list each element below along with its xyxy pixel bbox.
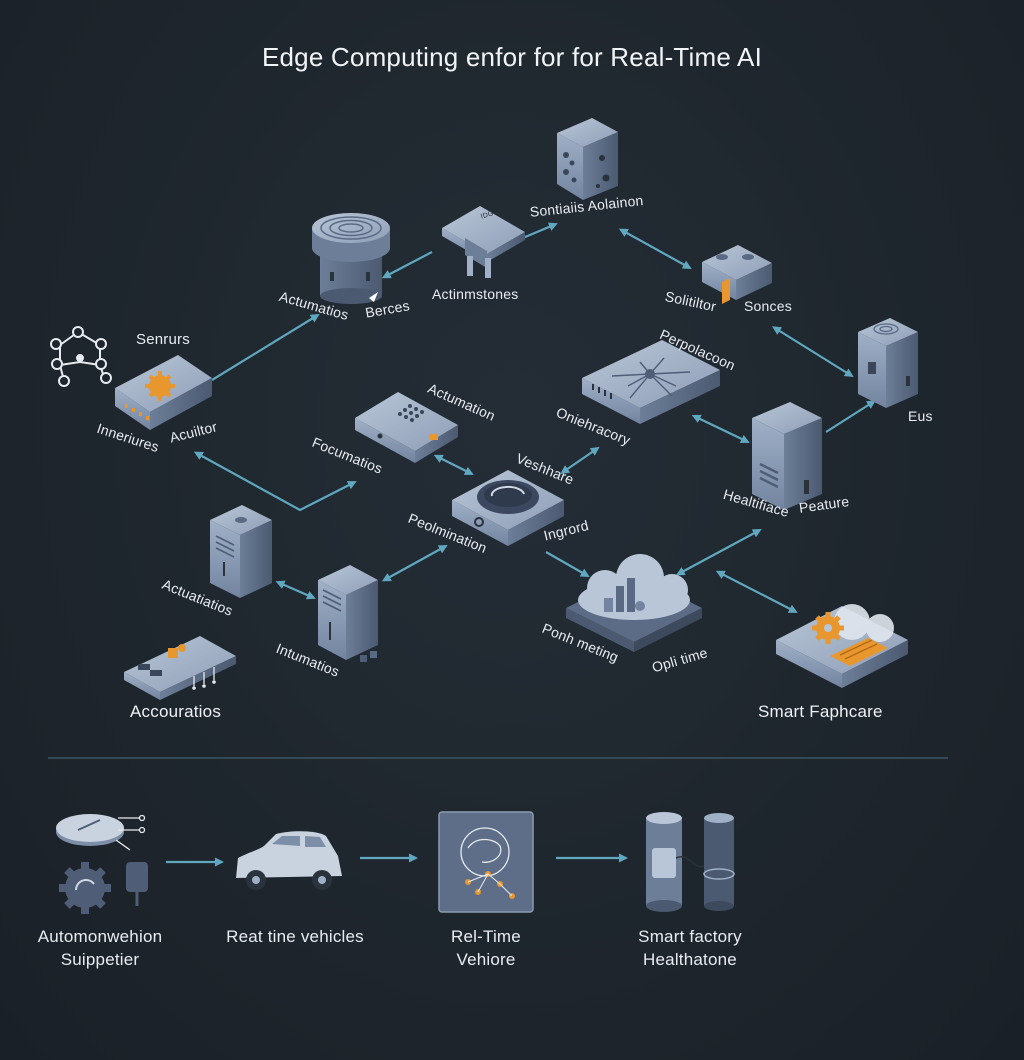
label-accouratios: Accouratios — [130, 702, 222, 721]
cloud-platform-device — [566, 554, 702, 652]
car-icon — [236, 831, 342, 890]
arrow-cloud-platform — [715, 570, 798, 613]
arrow-router-focus — [193, 451, 357, 512]
rack-server-device — [752, 402, 822, 510]
label-sonces: Sonces — [744, 298, 792, 314]
gear-icon — [145, 371, 175, 401]
puzzle-gear-icon — [812, 612, 844, 644]
smart-platform-device — [776, 604, 908, 688]
module-box-device — [702, 245, 772, 304]
bottom-label-smart-factory: Smart factory Healthatone — [600, 925, 780, 971]
connector-arrows — [193, 222, 876, 613]
diagram-title: Edge Computing enfor for for Real-Time A… — [261, 42, 763, 72]
server-tower-left — [210, 505, 272, 598]
label-sensors: Senrurs — [136, 331, 190, 348]
bottom-label-automation: Automonwehion Suippetier — [10, 925, 190, 971]
bottom-label-automation-line2: Suippetier — [60, 950, 140, 969]
bottom-label-smart-factory-line2: Healthatone — [643, 950, 737, 969]
bottom-automation-icon — [56, 814, 148, 914]
gear-router-device — [115, 355, 212, 430]
label-smart-faphcare: Smart Faphcare — [758, 702, 883, 721]
network-nodes-icon — [50, 326, 112, 387]
disc-hub-device — [452, 470, 564, 546]
label-eus: Eus — [908, 408, 933, 424]
storage-cylinders-icon — [646, 812, 735, 912]
dotted-cube-device — [557, 118, 618, 200]
bottom-label-automation-line1: Automonwehion — [37, 927, 163, 946]
round-hub-device — [312, 213, 390, 304]
bottom-label-smart-factory-line1: Smart factory — [638, 927, 742, 946]
arrow-cloud-server — [675, 529, 762, 576]
arrow-focus-disc — [433, 454, 474, 475]
tower-server-device — [858, 318, 918, 408]
circuit-board-device — [582, 340, 720, 424]
arrow-board-server — [691, 414, 750, 444]
arrow-disc-cloud — [545, 551, 590, 577]
cursor-icon — [369, 292, 378, 302]
bottom-label-realtime-line2: Vehiore — [456, 950, 516, 969]
bottom-label-realtime-line1: Rel-Time — [451, 927, 521, 946]
accounting-device — [124, 636, 236, 700]
chip-module-device — [442, 206, 525, 278]
label-actinmstones: Actinmstones — [432, 286, 519, 302]
arrow-hub-chip — [381, 251, 433, 279]
arrow-cube-box — [618, 228, 692, 269]
arrow-tower2-disc — [381, 545, 448, 582]
arrow-tower-server — [825, 400, 876, 433]
bottom-label-vehicles: Reat tine vehicles — [200, 925, 390, 948]
arrow-disc-board — [560, 446, 600, 474]
realtime-panel-icon — [438, 811, 534, 913]
bottom-label-realtime: Rel-Time Vehiore — [416, 925, 556, 971]
arrow-tower1-tower2 — [275, 580, 316, 600]
server-tower-center — [318, 565, 378, 662]
bottom-label-vehicles-line1: Reat tine vehicles — [226, 927, 364, 946]
arrow-router-to-hub — [211, 313, 320, 381]
keypad-panel-device — [355, 392, 458, 463]
arrow-box-tower — [772, 326, 854, 378]
gear-icon-bottom — [59, 862, 111, 914]
